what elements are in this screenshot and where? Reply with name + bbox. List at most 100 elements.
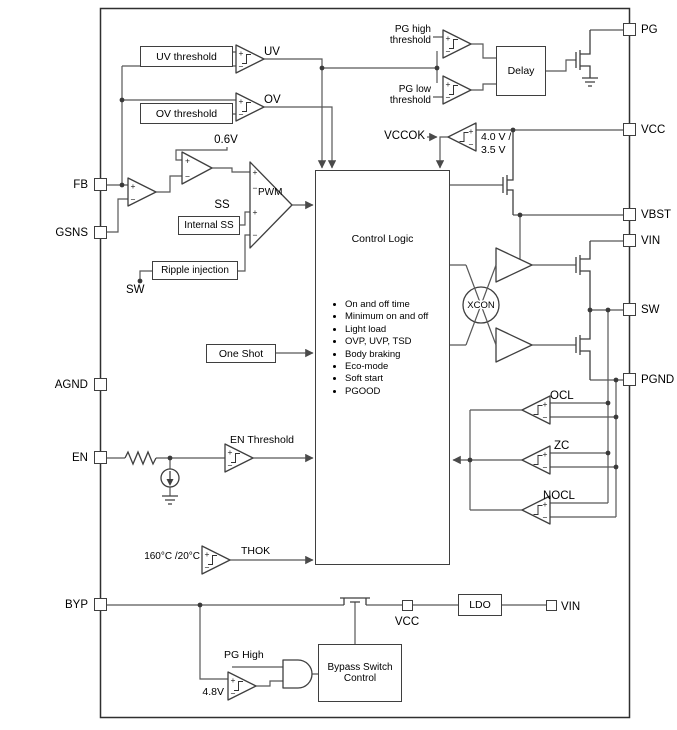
pin-vin-label: VIN xyxy=(641,235,661,247)
uv-threshold-box: UV threshold xyxy=(140,46,233,67)
en-resistor xyxy=(124,450,157,466)
uv-comparator xyxy=(235,44,265,74)
ripple-injection-box: Ripple injection xyxy=(152,261,238,280)
ov-threshold-box: OV threshold xyxy=(140,103,233,124)
pg-low-threshold-label: PG low threshold xyxy=(363,84,431,106)
control-logic-item: Soft start xyxy=(345,373,428,385)
pg-low-threshold-line2: threshold xyxy=(389,94,431,106)
vccok-label: VCCOK xyxy=(384,130,425,142)
pin-pg-label: PG xyxy=(641,24,658,36)
bypass-4v8-comparator xyxy=(227,671,257,701)
pwm-comparator xyxy=(249,161,293,249)
pin-byp xyxy=(94,598,107,611)
zc-comparator xyxy=(521,445,551,475)
pin-sw-label: SW xyxy=(641,304,660,316)
delay-label: Delay xyxy=(507,65,535,77)
wires-left-bottom xyxy=(107,147,546,687)
pg-high-comparator xyxy=(442,29,472,59)
control-logic-item: PGOOD xyxy=(345,386,428,398)
bypass-label-line2: Control xyxy=(343,673,377,684)
pg-high-threshold-line2: threshold xyxy=(389,34,431,46)
highside-mosfet xyxy=(575,241,591,310)
pin-gsns xyxy=(94,226,107,239)
plus-sign: + xyxy=(253,167,258,177)
pin-en xyxy=(94,451,107,464)
pg-mosfet xyxy=(575,30,591,78)
pg-low-threshold-line1: PG low xyxy=(398,84,431,95)
pin-sw xyxy=(623,303,636,316)
pin-en-label: EN xyxy=(72,452,88,464)
ov-comparator xyxy=(235,92,265,122)
control-logic-item: OVP, UVP, TSD xyxy=(345,336,428,348)
pin-pgnd xyxy=(623,373,636,386)
lowside-mosfet xyxy=(575,310,591,380)
pg-high-threshold-label: PG high threshold xyxy=(363,24,431,46)
pg-high-net-label: PG High xyxy=(224,649,264,661)
pin-gsns-label: GSNS xyxy=(55,227,88,239)
pin-vbst-label: VBST xyxy=(641,209,672,221)
pin-fb xyxy=(94,178,107,191)
vref-label: 0.6V xyxy=(214,134,238,146)
bypass-label-line1: Bypass Switch xyxy=(327,662,393,673)
control-logic-item: Eco-mode xyxy=(345,361,428,373)
ldo-box: LDO xyxy=(458,594,502,616)
ic-boundary xyxy=(99,7,631,719)
vin-internal-terminal xyxy=(546,600,557,611)
vcc-internal-terminal xyxy=(402,600,413,611)
control-logic-item: Body braking xyxy=(345,349,428,361)
ov-net-label: OV xyxy=(264,94,281,106)
internal-ss-box: Internal SS xyxy=(178,216,240,235)
ss-label: SS xyxy=(214,199,230,211)
control-logic-title: Control Logic xyxy=(351,233,414,245)
sw-net-label: SW xyxy=(126,284,145,296)
highside-driver xyxy=(495,247,533,283)
bypass-switch-control-box: Bypass Switch Control xyxy=(318,644,402,702)
bypass-and-gate xyxy=(282,659,313,689)
ocl-label: OCL xyxy=(550,390,574,402)
internal-ss-label: Internal SS xyxy=(184,220,234,231)
pg-high-threshold-line1: PG high xyxy=(394,24,431,35)
bypass-mosfet xyxy=(340,597,370,605)
pin-vcc-label: VCC xyxy=(641,124,666,136)
pwm-label: PWM xyxy=(258,187,282,198)
pin-agnd xyxy=(94,378,107,391)
pin-fb-label: FB xyxy=(73,179,88,191)
control-logic-item: Light load xyxy=(345,324,428,336)
en-comparator xyxy=(224,443,254,473)
ocl-comparator xyxy=(521,395,551,425)
vccok-level-line1: 4.0 V / xyxy=(481,131,512,143)
vin-internal-label: VIN xyxy=(561,601,581,613)
junction-dots xyxy=(119,65,619,608)
uv-threshold-label: UV threshold xyxy=(156,50,217,63)
minus-sign: − xyxy=(253,230,258,240)
bypass-ref-label: 4.8V xyxy=(202,686,224,698)
ground-symbols xyxy=(162,77,598,505)
thok-label: THOK xyxy=(241,545,271,557)
pin-vcc xyxy=(623,123,636,136)
thermal-comparator xyxy=(201,545,231,575)
ov-signal-arrow xyxy=(264,106,337,169)
uv-signal-arrow xyxy=(264,58,327,169)
pin-vbst xyxy=(623,208,636,221)
vccok-signal-arrow xyxy=(435,136,448,169)
xcon-cross-wires xyxy=(465,264,497,346)
delay-box: Delay xyxy=(496,46,546,96)
plus-sign: + xyxy=(253,207,258,217)
fb-comparator xyxy=(127,177,157,207)
pin-pgnd-label: PGND xyxy=(641,374,675,386)
vccok-level-line2: 3.5 V xyxy=(481,144,506,156)
pin-agnd-label: AGND xyxy=(54,379,88,391)
lowside-driver xyxy=(495,327,533,363)
pin-pg xyxy=(623,23,636,36)
zc-label: ZC xyxy=(554,440,570,452)
minus-sign: − xyxy=(253,183,258,193)
bootstrap-mosfet xyxy=(502,130,514,215)
error-amplifier xyxy=(181,151,213,185)
current-source-arrow xyxy=(166,479,174,486)
ov-threshold-label: OV threshold xyxy=(155,107,218,120)
one-shot-box: One Shot xyxy=(206,344,276,363)
vccok-comparator xyxy=(447,122,477,152)
uv-net-label: UV xyxy=(264,46,280,58)
